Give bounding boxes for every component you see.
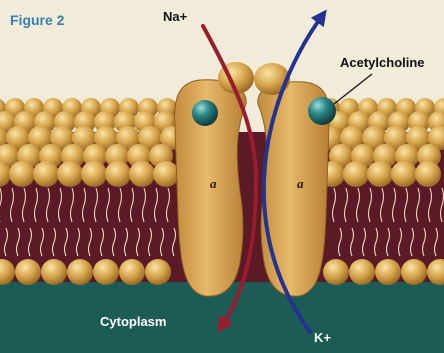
subunit-label-left: a [210,176,217,192]
phospholipid-head [93,259,119,285]
subunit-label-right: a [297,176,304,192]
phospholipid-head [153,161,179,187]
acetylcholine-molecule-left [192,100,218,126]
phospholipid-head [105,161,131,187]
phospholipid-head [129,161,155,187]
phospholipid-head [391,161,417,187]
phospholipid-head [367,161,393,187]
phospholipid-head [349,259,375,285]
potassium-ion-label: K+ [314,330,331,345]
figure-label: Figure 2 [10,12,64,28]
acetylcholine-molecule-right [308,97,336,125]
phospholipid-head [81,161,107,187]
protein-top-lobe-right [254,63,290,95]
cytoplasm-label: Cytoplasm [100,314,166,329]
phospholipid-head [9,161,35,187]
phospholipid-head [323,259,349,285]
phospholipid-head [415,161,441,187]
phospholipid-head [15,259,41,285]
sodium-ion-label: Na+ [163,9,187,24]
phospholipid-head [343,161,369,187]
phospholipid-head [67,259,93,285]
phospholipid-head [41,259,67,285]
phospholipid-head [401,259,427,285]
phospholipid-head [375,259,401,285]
phospholipid-head [119,259,145,285]
phospholipid-head [145,259,171,285]
phospholipid-head [33,161,59,187]
acetylcholine-label: Acetylcholine [340,55,425,70]
phospholipid-head [57,161,83,187]
